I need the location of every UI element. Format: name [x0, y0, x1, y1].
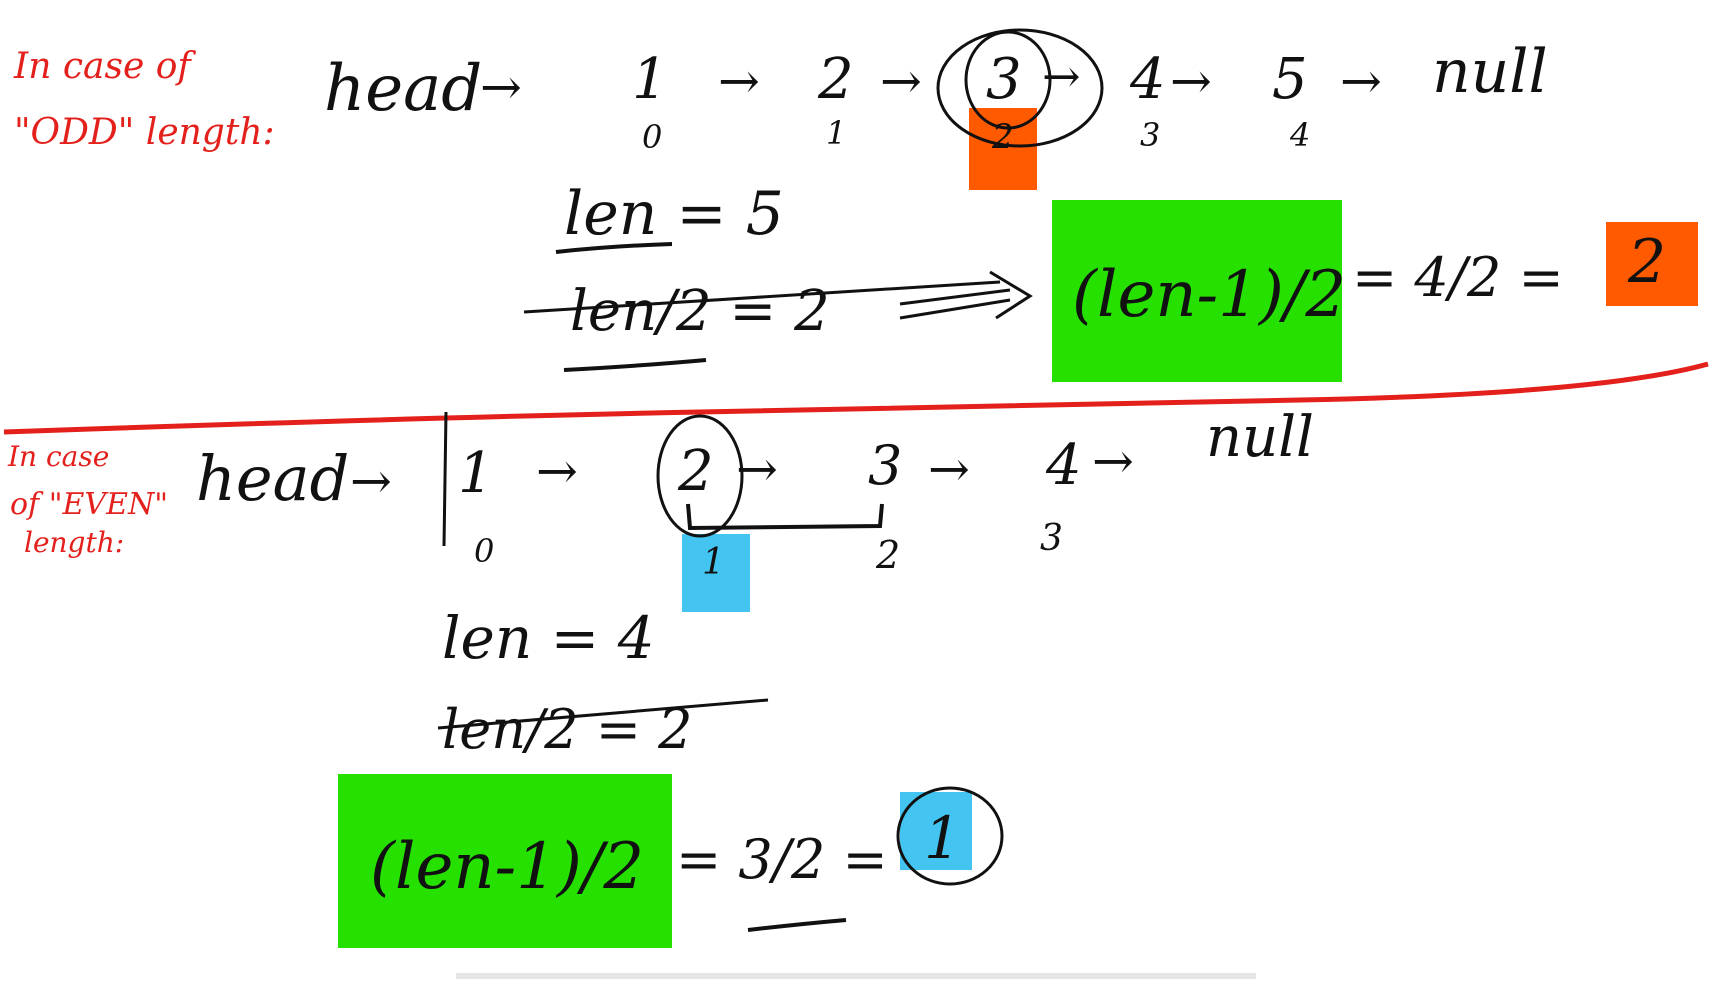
odd-index-2: 2	[991, 117, 1014, 157]
even-result: 1	[924, 804, 961, 872]
odd-node-5: 5	[1272, 47, 1308, 112]
even-middle-circle	[656, 414, 744, 538]
odd-node-2: 2	[817, 47, 854, 112]
odd-middle-index-highlight	[969, 108, 1037, 190]
odd-arrow-2: →	[880, 52, 922, 110]
even-heading-line1: In case	[7, 440, 109, 473]
even-len-equation: len = 4	[442, 604, 655, 672]
even-strike-line	[437, 698, 769, 730]
odd-arrow-1: →	[718, 52, 760, 110]
odd-node-1: 1	[632, 47, 668, 112]
odd-arrow-4: →	[1170, 52, 1212, 110]
odd-result-steps: = 4/2 =	[1352, 246, 1564, 309]
even-null-label: null	[1206, 405, 1314, 470]
even-arrow-1: →	[536, 442, 578, 500]
even-formula-highlight	[338, 774, 672, 948]
even-arrow-3: →	[928, 440, 970, 498]
odd-index-3: 3	[1140, 116, 1160, 154]
odd-formula-highlight	[1052, 200, 1342, 382]
odd-strike-underline	[563, 358, 707, 372]
odd-index-1: 1	[826, 114, 846, 152]
even-head-label: head	[196, 442, 349, 515]
odd-middle-circle-outer	[936, 28, 1104, 148]
odd-heading-line2: "ODD" length:	[14, 112, 275, 153]
even-node-3: 3	[868, 434, 902, 497]
odd-result-highlight	[1606, 222, 1698, 306]
odd-result: 2	[1627, 227, 1666, 297]
even-node-4: 4	[1045, 433, 1082, 498]
odd-heading-line1: In case of	[13, 46, 196, 87]
even-middle-index-highlight	[682, 534, 750, 612]
even-index-3: 3	[1040, 518, 1063, 559]
even-heading-line3: length:	[24, 526, 124, 559]
odd-null-label: null	[1432, 37, 1548, 107]
even-case-section: In case of "EVEN" length: head → 1 → 2 →…	[7, 405, 1314, 948]
even-result-circle	[896, 786, 1004, 886]
even-index-0: 0	[474, 532, 494, 570]
even-wrong-formula: len/2 = 2	[442, 698, 693, 761]
even-index-2: 2	[875, 533, 900, 577]
odd-len-underline	[555, 242, 673, 254]
odd-head-arrow: →	[480, 58, 522, 116]
even-index-1: 1	[702, 542, 725, 583]
even-steps-underline	[747, 918, 847, 932]
even-bracket	[686, 503, 884, 531]
even-result-steps: = 3/2 =	[676, 828, 888, 891]
odd-index-0: 0	[642, 118, 662, 156]
even-head-bar	[442, 411, 448, 547]
odd-wrong-formula: len/2 = 2	[570, 279, 830, 344]
odd-len-equation: len = 5	[564, 179, 784, 249]
odd-index-4: 4	[1289, 116, 1310, 154]
even-node-1: 1	[458, 441, 494, 506]
odd-double-arrow-bottom	[899, 298, 1011, 320]
odd-right-formula: (len-1)/2	[1072, 258, 1346, 332]
even-arrow-4: →	[1092, 432, 1134, 490]
section-divider	[3, 361, 1709, 435]
even-heading-line2: of "EVEN"	[10, 487, 168, 522]
odd-head-label: head	[324, 52, 482, 126]
odd-double-arrow-head	[989, 270, 1033, 320]
even-node-2: 2	[677, 439, 714, 504]
odd-strike-line	[523, 280, 1001, 314]
odd-arrow-5: →	[1340, 52, 1382, 110]
odd-double-arrow-top	[899, 288, 1011, 306]
odd-node-4: 4	[1129, 47, 1166, 112]
odd-node-3: 3	[986, 47, 1022, 112]
even-head-arrow: →	[350, 452, 392, 510]
odd-case-section: In case of "ODD" length: head → 1 → 2 → …	[13, 28, 1698, 382]
even-right-formula: (len-1)/2	[370, 830, 644, 904]
